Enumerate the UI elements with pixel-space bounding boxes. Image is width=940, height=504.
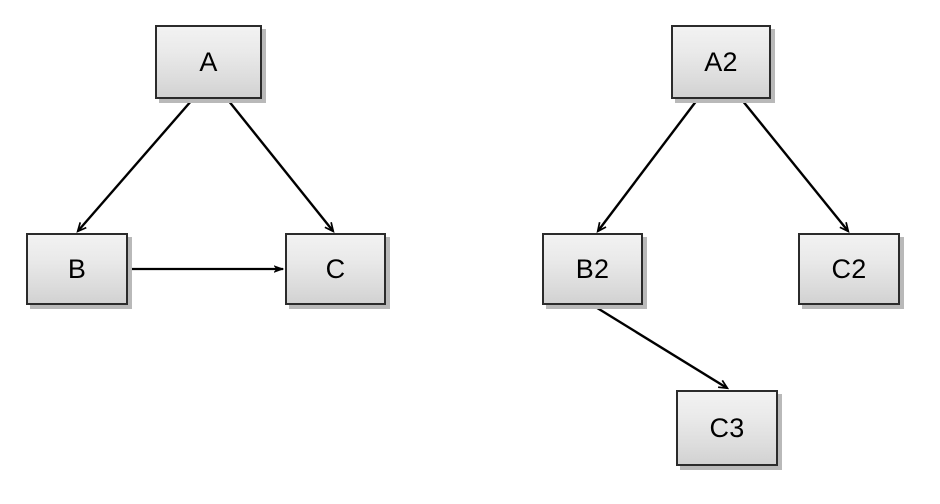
node-label-a2: A2 xyxy=(704,46,738,77)
edge-a2-to-b2 xyxy=(596,99,698,233)
node-label-a: A xyxy=(199,46,218,77)
edge-b2-to-c3 xyxy=(593,304,730,390)
node-label-c: C xyxy=(325,253,346,284)
node-a[interactable]: A xyxy=(155,25,262,99)
node-a2[interactable]: A2 xyxy=(671,25,771,99)
edge-a-to-c xyxy=(227,99,335,233)
node-c[interactable]: C xyxy=(285,233,386,305)
node-label-b: B xyxy=(67,253,87,284)
node-label-c2: C2 xyxy=(831,253,867,284)
node-label-c3: C3 xyxy=(709,412,745,443)
edge-a2-to-c2 xyxy=(741,99,850,233)
node-c2[interactable]: C2 xyxy=(798,233,900,305)
node-c3[interactable]: C3 xyxy=(676,390,778,466)
node-label-b2: B2 xyxy=(575,253,610,284)
node-b2[interactable]: B2 xyxy=(542,233,643,305)
node-b[interactable]: B xyxy=(26,233,128,305)
edge-a-to-b xyxy=(76,99,193,233)
